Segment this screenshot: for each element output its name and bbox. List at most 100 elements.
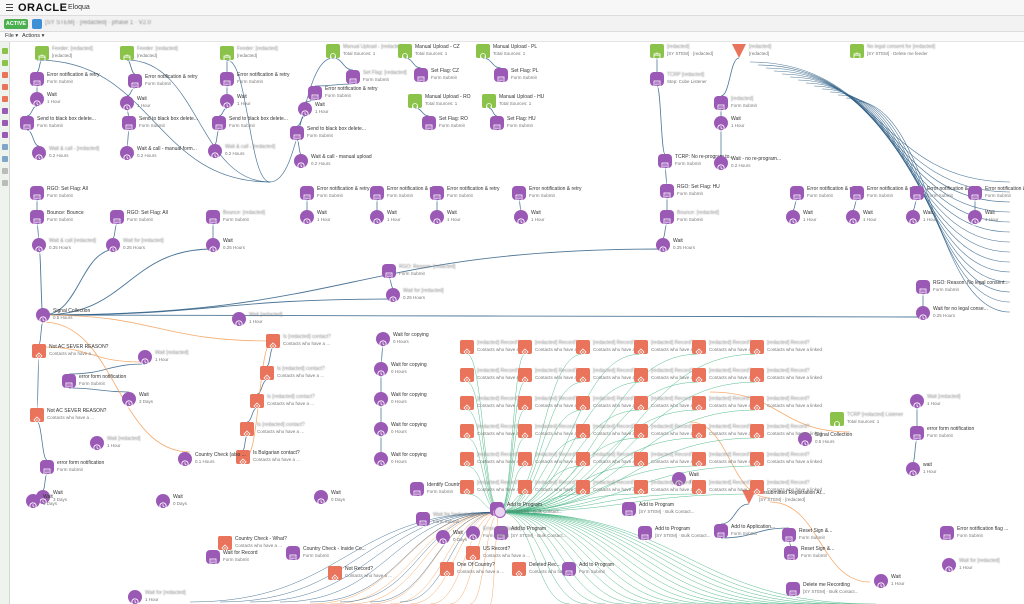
email-shape[interactable] [714, 96, 728, 110]
decision-shape[interactable] [692, 368, 706, 382]
decision-shape[interactable] [460, 368, 474, 382]
email-shape[interactable] [290, 126, 304, 140]
listener-shape[interactable] [326, 44, 340, 58]
wait-shape[interactable] [374, 422, 388, 436]
email-shape[interactable] [206, 550, 220, 564]
wait-shape[interactable] [90, 436, 104, 450]
email-shape[interactable] [786, 582, 800, 596]
decision-shape[interactable] [440, 562, 454, 576]
decision-shape[interactable] [634, 368, 648, 382]
email-shape[interactable] [714, 524, 728, 538]
email-shape[interactable] [494, 526, 508, 540]
wait-shape[interactable] [846, 210, 860, 224]
wait-shape[interactable] [672, 472, 686, 486]
decision-shape[interactable] [260, 366, 274, 380]
decision-shape[interactable] [466, 546, 480, 560]
decision-shape[interactable] [576, 340, 590, 354]
wait-shape[interactable] [36, 308, 50, 322]
email-shape[interactable] [940, 526, 954, 540]
email-shape[interactable] [562, 562, 576, 576]
decision-shape[interactable] [518, 396, 532, 410]
email-shape[interactable] [308, 86, 322, 100]
wait-shape[interactable] [714, 156, 728, 170]
listener-shape[interactable] [476, 44, 490, 58]
decision-shape[interactable] [460, 340, 474, 354]
decision-shape[interactable] [518, 424, 532, 438]
wait-shape[interactable] [798, 432, 812, 446]
wait-shape[interactable] [128, 590, 142, 604]
decision-shape[interactable] [518, 340, 532, 354]
decision-shape[interactable] [518, 368, 532, 382]
form-tool-icon[interactable] [2, 108, 8, 114]
wait-shape[interactable] [376, 332, 390, 346]
decision-shape[interactable] [750, 340, 764, 354]
email-shape[interactable] [414, 68, 428, 82]
segment-shape[interactable] [650, 44, 664, 58]
decision-shape[interactable] [460, 480, 474, 494]
wait-shape[interactable] [298, 102, 312, 116]
decision-tool-icon[interactable] [2, 132, 8, 138]
wait-shape[interactable] [374, 392, 388, 406]
email-shape[interactable] [790, 186, 804, 200]
email-shape[interactable] [206, 210, 220, 224]
wait-shape[interactable] [120, 96, 134, 110]
actions-menu[interactable]: Actions ▾ [22, 33, 45, 39]
decision-shape[interactable] [634, 480, 648, 494]
wait-tool-icon[interactable] [2, 120, 8, 126]
decision-shape[interactable] [576, 480, 590, 494]
email-shape[interactable] [910, 426, 924, 440]
segment-shape[interactable] [120, 46, 134, 60]
decision-shape[interactable] [518, 480, 532, 494]
decision-shape[interactable] [692, 480, 706, 494]
wait-shape[interactable] [294, 154, 308, 168]
email-tool-icon[interactable] [2, 96, 8, 102]
wait-shape[interactable] [32, 146, 46, 160]
wait-shape[interactable] [906, 210, 920, 224]
decision-shape[interactable] [240, 422, 254, 436]
wait-shape[interactable] [910, 394, 924, 408]
decision-shape[interactable] [576, 424, 590, 438]
email-shape[interactable] [110, 210, 124, 224]
wait-shape[interactable] [942, 558, 956, 572]
wait-shape[interactable] [968, 210, 982, 224]
wait-shape[interactable] [232, 312, 246, 326]
email-shape[interactable] [20, 116, 34, 130]
wait-shape[interactable] [374, 452, 388, 466]
zoom-in-icon[interactable] [2, 48, 8, 54]
listener-shape[interactable] [830, 412, 844, 426]
decision-shape[interactable] [576, 396, 590, 410]
decision-shape[interactable] [266, 334, 280, 348]
wait-shape[interactable] [430, 210, 444, 224]
wait-shape[interactable] [208, 144, 222, 158]
listener-shape[interactable] [408, 94, 422, 108]
email-shape[interactable] [916, 280, 930, 294]
wait-shape[interactable] [138, 350, 152, 364]
decision-shape[interactable] [732, 44, 746, 58]
decision-shape[interactable] [576, 452, 590, 466]
email-shape[interactable] [968, 186, 982, 200]
email-shape[interactable] [212, 116, 226, 130]
wait-shape[interactable] [120, 146, 134, 160]
wait-shape[interactable] [314, 490, 328, 504]
email-shape[interactable] [122, 116, 136, 130]
fit-icon[interactable] [2, 72, 8, 78]
email-shape[interactable] [638, 526, 652, 540]
email-shape[interactable] [784, 546, 798, 560]
email-shape[interactable] [382, 264, 396, 278]
action-tool-icon[interactable] [2, 180, 8, 186]
decision-shape[interactable] [634, 424, 648, 438]
email-shape[interactable] [30, 72, 44, 86]
email-shape[interactable] [512, 186, 526, 200]
decision-shape[interactable] [460, 396, 474, 410]
wait-shape[interactable] [514, 210, 528, 224]
decision-shape[interactable] [634, 452, 648, 466]
decision-shape[interactable] [32, 344, 46, 358]
wait-shape[interactable] [386, 288, 400, 302]
segment-shape[interactable] [850, 44, 864, 58]
wait-shape[interactable] [300, 210, 314, 224]
email-shape[interactable] [660, 210, 674, 224]
email-shape[interactable] [40, 460, 54, 474]
wait-shape[interactable] [714, 116, 728, 130]
decision-shape[interactable] [460, 424, 474, 438]
decision-shape[interactable] [692, 340, 706, 354]
